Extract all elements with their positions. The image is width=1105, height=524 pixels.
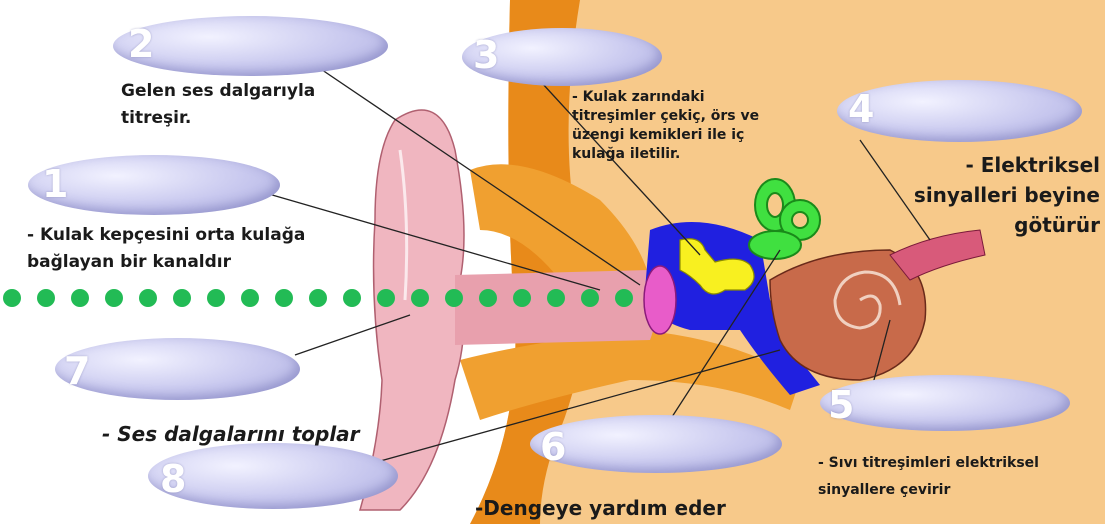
label-6: -Dengeye yardım eder [475, 492, 726, 524]
outer-ear [360, 110, 464, 510]
bubble-number-4: 4 [848, 90, 874, 128]
bubble-number-7: 7 [64, 352, 90, 390]
bubble-number-3: 3 [473, 36, 499, 74]
bubble-6 [530, 415, 782, 473]
label-2: Gelen ses dalgarıyla titreşir. [121, 78, 315, 132]
bubble-number-6: 6 [540, 428, 566, 466]
label-3: - Kulak zarındaki titreşimler çekiç, örs… [572, 88, 759, 164]
eardrum [644, 266, 676, 334]
bubble-7 [55, 338, 300, 400]
label-4: - Elektriksel sinyalleri beyine götürür [905, 150, 1100, 240]
bubble-number-2: 2 [128, 25, 154, 63]
label-1: - Kulak kepçesini orta kulağa bağlayan b… [27, 222, 305, 276]
bubble-number-8: 8 [160, 460, 186, 498]
label-5: - Sıvı titreşimleri elektriksel sinyalle… [818, 450, 1039, 503]
label-7: - Ses dalgalarını toplar [102, 418, 360, 450]
bubble-number-5: 5 [828, 386, 854, 424]
bubble-5 [820, 375, 1070, 431]
ear-canal [455, 270, 658, 345]
bubble-number-1: 1 [42, 165, 68, 203]
